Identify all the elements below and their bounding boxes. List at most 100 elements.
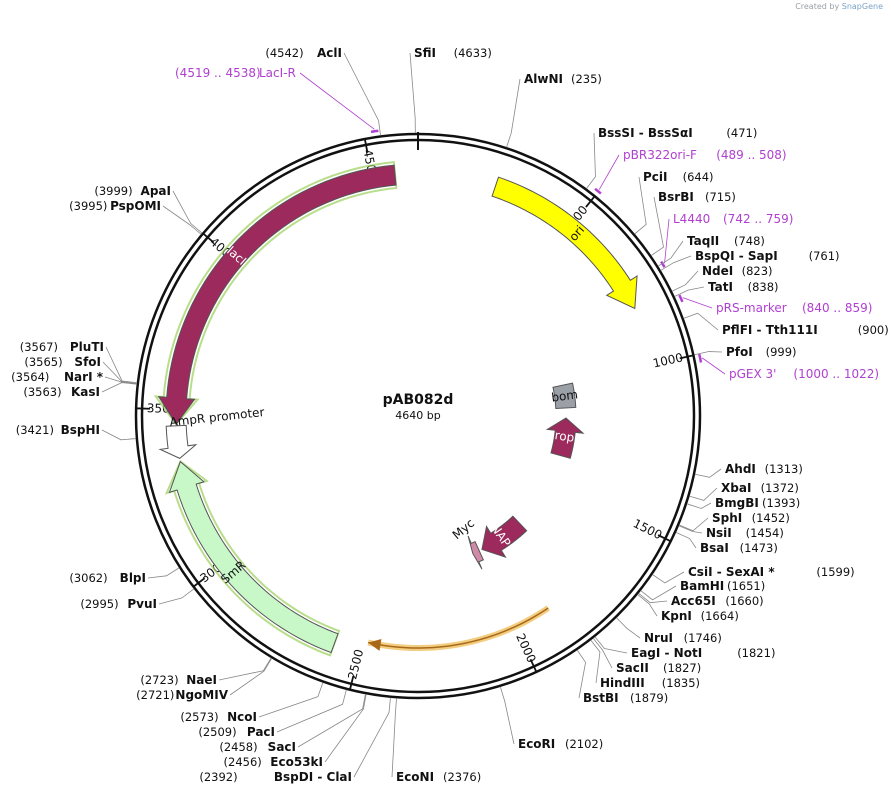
enzyme-name: SphI	[712, 511, 742, 525]
enzyme-name: NdeI	[702, 264, 733, 278]
enzyme-position: (2995)	[80, 597, 118, 611]
enzyme-position: (3564)	[11, 370, 49, 384]
enzyme-leader	[229, 658, 273, 696]
enzyme-leader	[634, 176, 647, 235]
primer-range: (742 .. 759)	[723, 212, 793, 226]
enzyme-sphi: SphI (1452)	[679, 511, 790, 532]
enzyme-name: AlwNI	[524, 72, 563, 86]
enzyme-bstbi: BstBI(1879)	[576, 649, 668, 705]
primer-leader	[598, 154, 620, 190]
feature-glow	[153, 161, 398, 426]
enzyme-alwni: AlwNI(235)	[506, 72, 602, 148]
enzyme-leader	[102, 361, 137, 384]
tick-mark	[585, 194, 597, 208]
enzyme-name: NaeI	[186, 673, 217, 687]
enzyme-sfoi: SfoI(3565)	[24, 355, 137, 384]
enzyme-name: SacII	[616, 661, 649, 675]
enzyme-leader	[592, 637, 613, 669]
orange-arrowhead	[368, 639, 382, 651]
enzyme-name: BamHI	[680, 579, 724, 593]
enzyme-leader	[594, 636, 628, 654]
enzyme-name: EagI - NotI	[631, 646, 702, 660]
enzyme-acc65i: Acc65I(1660)	[638, 592, 764, 608]
enzyme-leader	[276, 689, 347, 733]
enzyme-position: (900)	[858, 323, 889, 337]
enzyme-pcii: PciI(644)	[634, 170, 714, 235]
primer-laci-r: (4519 .. 4538) LacI-R	[175, 66, 379, 134]
enzyme-leader	[506, 78, 521, 148]
enzyme-sites: SfiI(4633)AlwNI(235)BssSI - BssSαI(471)P…	[11, 46, 889, 784]
enzyme-acli: AclI (4542)	[265, 46, 381, 136]
primer-mark	[370, 129, 379, 134]
enzyme-leader	[105, 346, 138, 384]
enzyme-leader	[218, 657, 272, 681]
enzyme-name: ApaI	[141, 184, 171, 198]
enzyme-position: (2102)	[565, 737, 603, 751]
enzyme-position: (4542)	[265, 46, 303, 60]
enzyme-leader	[576, 649, 586, 699]
tick-label: 2000	[513, 631, 539, 665]
enzyme-leader	[637, 594, 658, 617]
primer-l4440: L4440(742 .. 759)	[660, 212, 793, 268]
enzyme-position: (838)	[748, 280, 779, 294]
enzyme-leader	[499, 686, 515, 745]
enzyme-leader	[683, 312, 719, 331]
tick-mark	[679, 354, 695, 360]
enzyme-name: SfiI	[414, 46, 436, 60]
primer-leader	[701, 357, 726, 375]
enzyme-position: (1452)	[752, 511, 790, 525]
enzyme-position: (644)	[683, 170, 714, 184]
enzyme-leader	[671, 270, 699, 292]
enzyme-position: (2392)	[199, 770, 237, 784]
credit-text: Created by	[795, 2, 840, 11]
enzyme-pvui: PvuI(2995)	[80, 588, 195, 611]
enzyme-kpni: KpnI(1664)	[637, 594, 739, 623]
primer-range: (4519 .. 4538)	[175, 66, 261, 80]
enzyme-leader	[657, 240, 684, 267]
enzyme-position: (1393)	[762, 496, 800, 510]
enzyme-nari: NarI *(3564)	[11, 370, 137, 385]
primer-label: pRS-marker	[716, 301, 787, 315]
feature-arrow	[491, 176, 638, 310]
feature-rop: rop	[545, 417, 585, 459]
enzyme-position: (1835)	[662, 676, 700, 690]
enzyme-position: (761)	[809, 249, 840, 263]
enzyme-position: (1660)	[725, 594, 763, 608]
feature-glow	[164, 460, 341, 657]
enzyme-name: PluTI	[70, 340, 104, 354]
enzyme-xbai: XbaI(1372)	[689, 481, 799, 501]
enzyme-leader	[679, 517, 709, 532]
enzyme-eco53ki: Eco53kI(2456)	[224, 694, 367, 769]
tick-mark	[657, 534, 672, 543]
enzyme-leader	[660, 255, 692, 271]
enzyme-name: BspQI - SapI	[695, 249, 778, 263]
enzyme-leader	[172, 190, 203, 234]
plasmid-name: pAB082d	[383, 392, 454, 408]
feature-arrow	[481, 515, 528, 558]
tick-mark	[529, 658, 538, 674]
enzyme-leader	[694, 468, 722, 478]
enzyme-leader	[101, 382, 137, 393]
primer-mark	[594, 187, 602, 195]
enzyme-nrui: NruI(1746)	[616, 617, 722, 645]
enzyme-name: AhdI	[725, 462, 756, 476]
enzyme-blpi: BlpI(3062)	[69, 567, 180, 585]
enzyme-name: PfoI	[726, 345, 753, 359]
enzyme-position: (2456)	[224, 755, 262, 769]
enzyme-position: (3062)	[69, 571, 107, 585]
enzyme-leader	[586, 132, 596, 189]
feature-arrow	[467, 535, 485, 570]
enzyme-hindiii: HindIII(1835)	[590, 639, 700, 690]
enzyme-name: AclI	[317, 46, 342, 60]
enzyme-position: (748)	[734, 234, 765, 248]
enzyme-name: SfoI	[74, 355, 101, 369]
enzyme-name: BspHI	[61, 423, 100, 437]
enzyme-name: KasI	[71, 385, 100, 399]
enzyme-leader	[391, 698, 397, 778]
primer-leader	[682, 297, 713, 309]
feature-ori: ori	[491, 176, 638, 310]
enzyme-name: EcoRI	[518, 737, 555, 751]
enzyme-name: KpnI	[661, 609, 692, 623]
enzyme-nsii: NsiI(1454)	[678, 525, 784, 540]
